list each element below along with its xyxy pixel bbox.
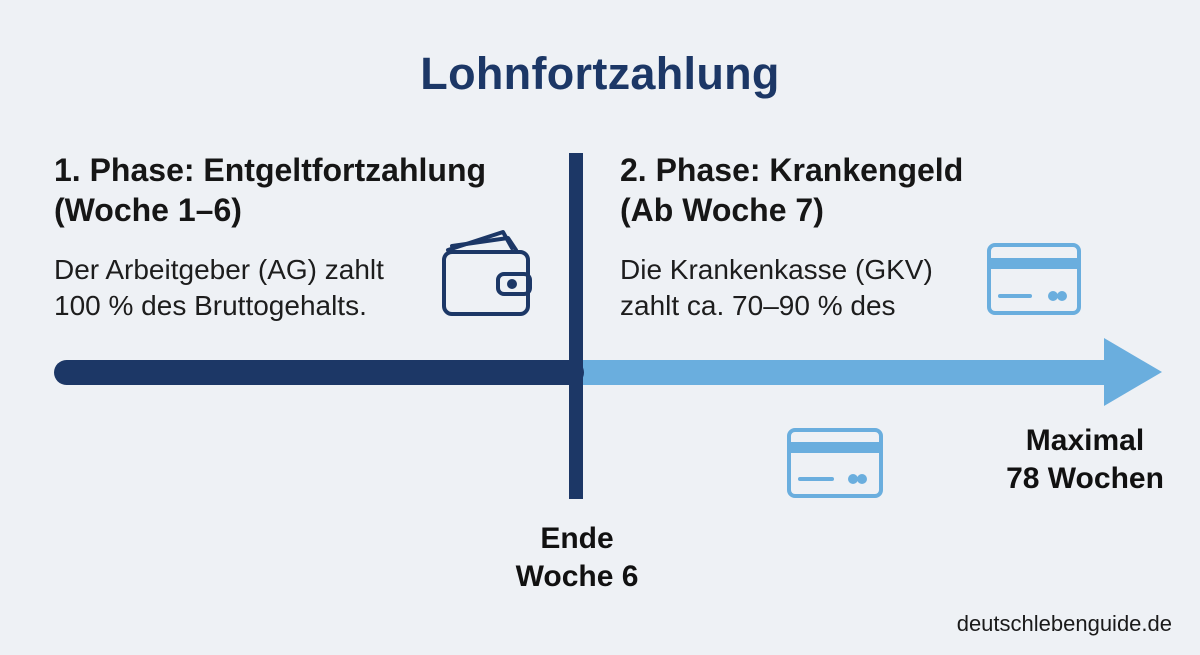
arrow-head-icon bbox=[1104, 338, 1162, 406]
credit-card-icon bbox=[987, 243, 1081, 315]
phase1-timeline-bar bbox=[54, 360, 584, 385]
website-watermark: deutschlebenguide.de bbox=[956, 611, 1172, 636]
phase1-heading: 1. Phase: Entgeltfortzahlung (Woche 1–6) bbox=[54, 150, 486, 230]
maximum-duration-label: Maximal 78 Wochen bbox=[990, 422, 1180, 498]
max-label-line2: 78 Wochen bbox=[1006, 462, 1164, 495]
phase1-text-line1: Der Arbeitgeber (AG) zahlt bbox=[54, 254, 384, 285]
phase2-text-line1: Die Krankenkasse (GKV) bbox=[620, 254, 933, 285]
phase1-text-line2: 100 % des Bruttogehalts. bbox=[54, 290, 367, 321]
end-week6-label: Ende Woche 6 bbox=[477, 520, 677, 596]
phase1-description: Der Arbeitgeber (AG) zahlt 100 % des Bru… bbox=[54, 252, 384, 324]
phase2-description: Die Krankenkasse (GKV) zahlt ca. 70–90 %… bbox=[620, 252, 933, 324]
page-title: Lohnfortzahlung bbox=[420, 48, 780, 99]
max-label-line1: Maximal bbox=[1025, 424, 1145, 457]
end-label-line2: Woche 6 bbox=[515, 560, 639, 593]
phase2-heading: 2. Phase: Krankengeld (Ab Woche 7) bbox=[620, 150, 963, 230]
phase2-text-line2: zahlt ca. 70–90 % des bbox=[620, 290, 896, 321]
phase1-heading-line2: (Woche 1–6) bbox=[54, 192, 242, 228]
phase2-heading-line1: 2. Phase: Krankengeld bbox=[620, 152, 964, 188]
phase2-timeline-bar bbox=[560, 338, 1162, 406]
phase2-heading-line2: (Ab Woche 7) bbox=[620, 192, 824, 228]
end-label-line1: Ende bbox=[540, 522, 614, 555]
week6-divider-line bbox=[569, 153, 583, 499]
credit-card-icon bbox=[787, 428, 883, 498]
phase1-heading-line1: 1. Phase: Entgeltfortzahlung bbox=[54, 152, 487, 188]
wallet-icon bbox=[442, 230, 532, 316]
